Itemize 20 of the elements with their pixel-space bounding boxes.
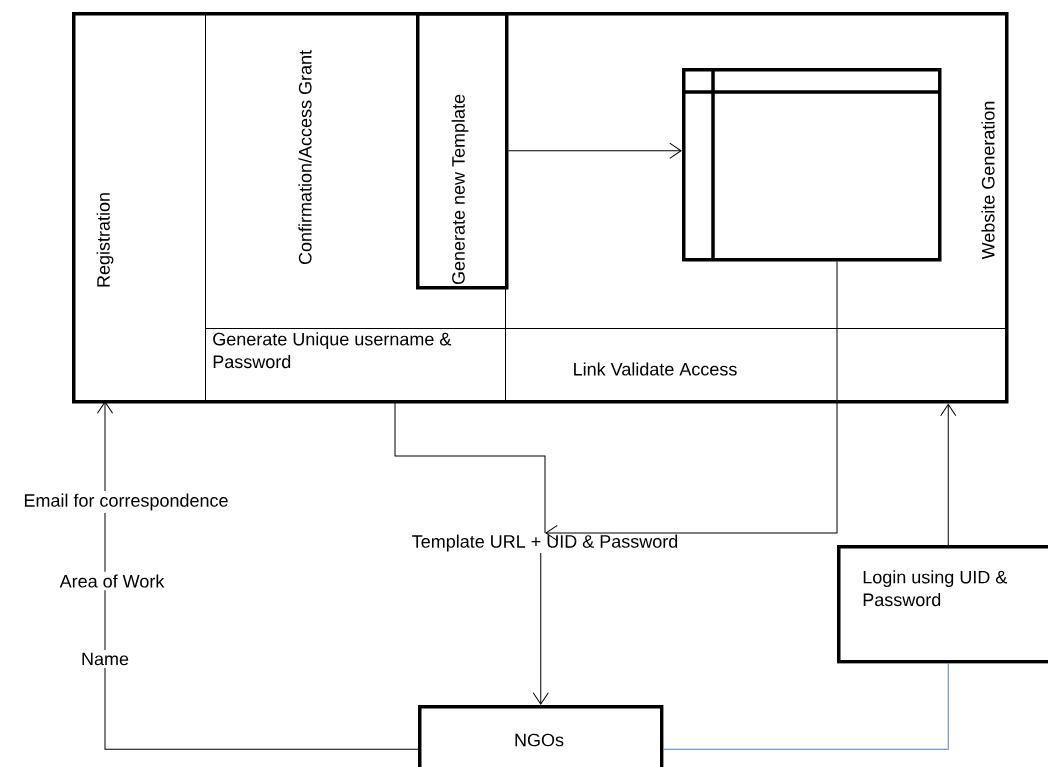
connector	[532, 552, 549, 705]
connector	[96, 401, 419, 750]
flow-text: Template URL + UID & Password	[412, 534, 678, 552]
connector	[545, 261, 838, 542]
cell-text: Link Validate Access	[574, 362, 737, 376]
connector	[394, 400, 546, 534]
connector	[508, 142, 682, 159]
annotation: Email for correspondence	[20, 490, 232, 514]
process-box: Login using UID & Password	[837, 545, 1048, 664]
annotation: Area of Work	[57, 571, 167, 591]
swimlane: Website Generation	[505, 12, 1006, 329]
swimlane: Registration	[72, 12, 206, 401]
system-frame	[72, 12, 1009, 404]
window-drawing	[682, 68, 942, 262]
annotation: Name	[78, 650, 132, 668]
actor-box: NGOs	[418, 705, 664, 767]
process-box: Generate new Template	[416, 12, 509, 290]
process-cell: Generate Unique username & Password	[205, 328, 506, 401]
connector	[940, 403, 957, 546]
connector	[663, 663, 949, 750]
